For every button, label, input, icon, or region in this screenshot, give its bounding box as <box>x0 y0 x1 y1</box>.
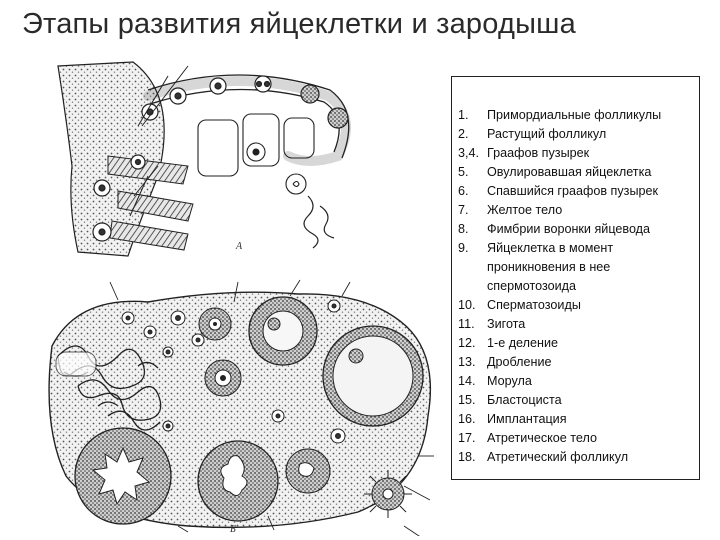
legend-item: 2. Растущий фолликул <box>458 125 693 144</box>
legend-item: 6. Спавшийся граафов пузырек <box>458 182 693 201</box>
legend-number: 17. <box>458 431 476 445</box>
lower-label: Б <box>229 524 236 535</box>
legend-item: 17. Атретическое тело <box>458 429 693 448</box>
legend-number: 5. <box>458 165 469 179</box>
legend-text: Сперматозоиды <box>487 298 581 312</box>
legend-item: 3,4. Граафов пузырек <box>458 144 693 163</box>
legend-item: 7. Желтое тело <box>458 201 693 220</box>
legend-item: 1. Примордиальные фолликулы <box>458 106 693 125</box>
legend-number: 2. <box>458 127 469 141</box>
upper-oviduct-drawing: А <box>57 61 351 257</box>
legend-number: 6. <box>458 184 469 198</box>
legend-number: 3,4. <box>458 146 480 160</box>
legend-text: Атретический фолликул <box>487 450 629 464</box>
legend-number: 1. <box>458 108 469 122</box>
legend-text: 1-е деление <box>487 336 558 350</box>
legend-number: 8. <box>458 222 469 236</box>
legend-item: 9. Яйцеклетка в момент проникновения в не… <box>458 239 693 296</box>
legend-box: 1. Примордиальные фолликулы 2. Растущий фо… <box>451 76 700 480</box>
legend-number: 16. <box>458 412 476 426</box>
legend-item: 10. Сперматозоиды <box>458 296 693 315</box>
legend-item: 12. 1-е деление <box>458 334 693 353</box>
legend-item: 11. Зигота <box>458 315 693 334</box>
upper-label: А <box>235 241 243 252</box>
legend-text: Фимбрии воронки яйцевода <box>487 222 651 236</box>
lower-ovary-drawing: Б <box>48 279 434 536</box>
legend-item: 16. Имплантация <box>458 410 693 429</box>
legend-item: 15. Бластоциста <box>458 391 693 410</box>
page-title: Этапы развития яйцеклетки и зародыша <box>22 8 576 40</box>
legend-number: 9. <box>458 241 469 255</box>
legend-text: Зигота <box>487 317 526 331</box>
legend-number: 10. <box>458 298 476 312</box>
legend-text: Морула <box>487 374 532 388</box>
embryo-development-illustration: А <box>48 61 434 536</box>
legend-item: 5. Овулировавшая яйцеклетка <box>458 163 693 182</box>
legend-text: Имплантация <box>487 412 567 426</box>
legend-number: 12. <box>458 336 476 350</box>
legend-text: Бластоциста <box>487 393 562 407</box>
legend-number: 14. <box>458 374 476 388</box>
legend-text: Граафов пузырек <box>487 146 590 160</box>
legend-number: 13. <box>458 355 476 369</box>
legend-text: Желтое тело <box>487 203 563 217</box>
legend-item: 18. Атретический фолликул <box>458 448 693 467</box>
legend-number: 15. <box>458 393 476 407</box>
legend-text: Яйцеклетка в момент проникновения в нее … <box>487 241 614 293</box>
legend-item: 8. Фимбрии воронки яйцевода <box>458 220 693 239</box>
legend-number: 18. <box>458 450 476 464</box>
legend-text: Спавшийся граафов пузырек <box>487 184 659 198</box>
legend-text: Дробление <box>487 355 552 369</box>
legend-item: 14. Морула <box>458 372 693 391</box>
legend-text: Овулировавшая яйцеклетка <box>487 165 652 179</box>
legend-number: 11. <box>458 317 475 331</box>
legend-number: 7. <box>458 203 469 217</box>
legend-text: Примордиальные фолликулы <box>487 108 662 122</box>
legend-item: 13. Дробление <box>458 353 693 372</box>
legend-text: Растущий фолликул <box>487 127 607 141</box>
legend-text: Атретическое тело <box>487 431 598 445</box>
